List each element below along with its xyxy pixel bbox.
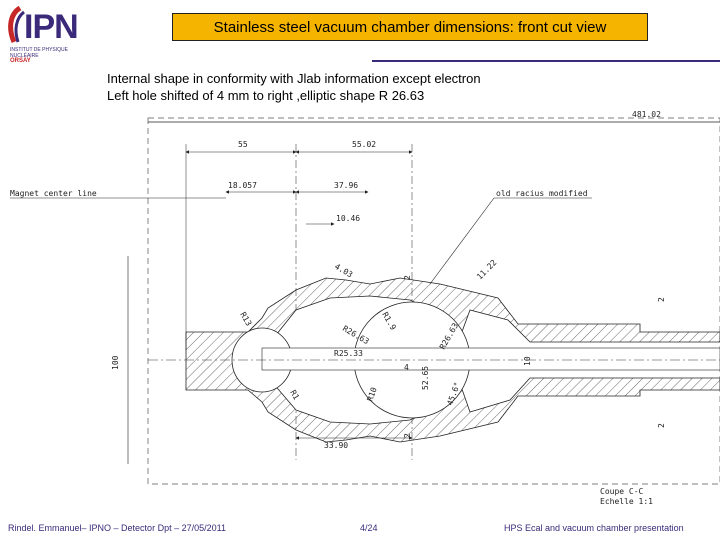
- radius-label: old racius modified: [496, 189, 588, 198]
- subtitle: Internal shape in conformity with Jlab i…: [107, 70, 481, 104]
- dim-2-top: 2: [403, 275, 412, 280]
- radius-r2533: R25.33: [334, 349, 363, 358]
- subtitle-line-1: Internal shape in conformity with Jlab i…: [107, 71, 481, 86]
- title-rule: [372, 60, 720, 62]
- dim-100: 100: [111, 355, 120, 370]
- dim-55: 55: [238, 140, 248, 149]
- dim-2-bottom: 2: [403, 433, 412, 438]
- technical-drawing: 481.02 55 55.02 18.057 37.96 10.46 Magne…: [10, 110, 720, 506]
- radius-r1: R1: [288, 389, 301, 402]
- ipn-logo: IPN INSTITUT DE PHYSIQUE NUCLÉAIRE ORSAY: [4, 6, 96, 64]
- dim-5502: 55.02: [352, 140, 376, 149]
- dim-3390: 33.90: [324, 441, 348, 450]
- footer-presentation: HPS Ecal and vacuum chamber presentation: [504, 523, 684, 533]
- logo-subtext: INSTITUT DE PHYSIQUE NUCLÉAIRE: [10, 47, 68, 59]
- beam-channel: [261, 347, 720, 371]
- dim-2-right-top: 2: [657, 297, 666, 302]
- magnet-label: Magnet center line: [10, 189, 97, 198]
- dim-5265: 52.65: [421, 366, 430, 390]
- logo-text: IPN: [24, 8, 79, 46]
- dim-1046: 10.46: [336, 214, 360, 223]
- dim-3796: 37.96: [334, 181, 358, 190]
- dim-overall: 481.02: [632, 110, 661, 119]
- logo-swoosh-icon: [8, 6, 25, 43]
- radius-1122: 11.22: [475, 258, 499, 282]
- footer-page: 4/24: [360, 523, 378, 533]
- radius-403: 4.03: [333, 262, 354, 280]
- logo-location: ORSAY: [10, 58, 31, 64]
- dim-10: 10: [523, 356, 532, 366]
- echelle-label: Echelle 1:1: [600, 497, 653, 506]
- slide-title: Stainless steel vacuum chamber dimension…: [172, 13, 648, 41]
- radius-r13: R13: [238, 311, 253, 328]
- subtitle-line-2: Left hole shifted of 4 mm to right ,elli…: [107, 88, 425, 103]
- frame-outline: [147, 117, 720, 485]
- dim-4: 4: [404, 363, 409, 372]
- radius-leader: [429, 197, 495, 285]
- dim-2-right-bottom: 2: [657, 423, 666, 428]
- coupe-label: Coupe C-C: [600, 487, 644, 496]
- dim-18057: 18.057: [228, 181, 257, 190]
- footer-author: Rindel. Emmanuel– IPNO – Detector Dpt – …: [8, 523, 226, 533]
